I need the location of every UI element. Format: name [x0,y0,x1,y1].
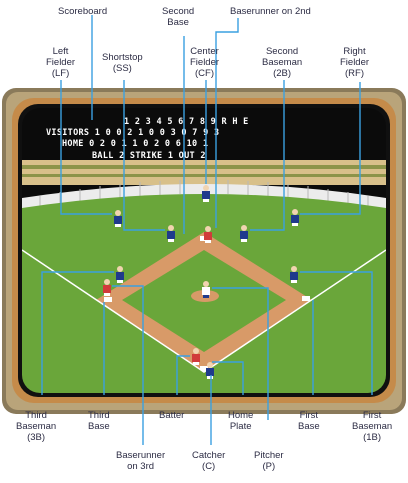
stands [22,160,386,185]
scoreboard-header: 1 2 3 4 5 6 7 8 9 R H E [124,117,249,127]
shortstop-player [167,225,175,242]
label-catcher: Catcher(C) [192,450,225,472]
scoreboard-count: BALL 2 STRIKE 1 OUT 2 [92,151,206,161]
label-pitcher: Pitcher(P) [254,450,284,472]
label-baserunner-2nd: Baserunner on 2nd [230,6,311,17]
second-baseman-player [240,225,248,242]
right-fielder-player [291,209,299,226]
catcher-player [206,362,214,379]
batter-player [192,348,200,365]
third-base [104,297,112,302]
baserunner-second-player [204,226,212,243]
center-fielder-player [202,185,210,202]
third-baseman-player [116,266,124,283]
label-batter: Batter [159,410,184,421]
first-baseman-player [290,266,298,283]
label-shortstop: Shortstop(SS) [102,52,143,74]
left-fielder-player [114,210,122,227]
pitcher-player [202,281,210,298]
label-scoreboard: Scoreboard [58,6,107,17]
scoreboard-home: HOME 0 2 0 1 1 0 2 0 6 10 1 [62,139,208,149]
scoreboard-visitors: VISITORS 1 0 0 2 1 0 0 3 0 7 9 3 [46,128,219,138]
baserunner-third-player [103,279,111,296]
first-base [302,296,310,301]
